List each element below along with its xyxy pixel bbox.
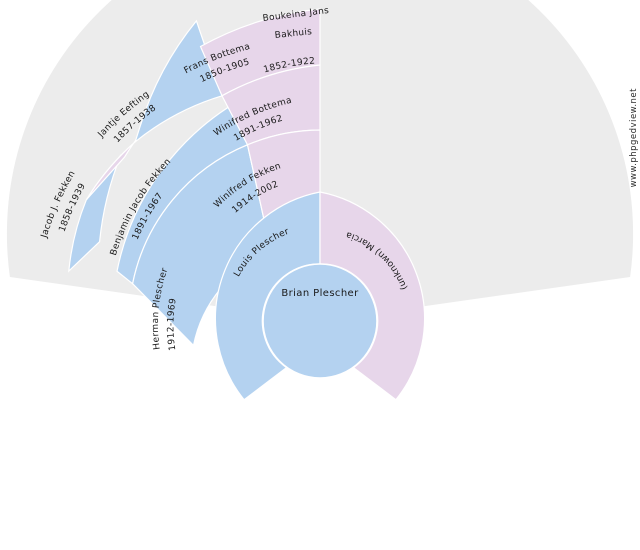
segment-root-brian-plescher[interactable] — [262, 263, 378, 379]
watermark-phpgedview: www.phpgedview.net — [629, 88, 639, 188]
generation-1-group — [214, 191, 426, 401]
bottom-notch-group — [170, 378, 470, 550]
center-circle-group — [262, 263, 378, 379]
segment-g2-herman-plescher[interactable] — [131, 143, 272, 347]
generation-4-group — [68, 8, 321, 273]
bottom-white-wedge — [170, 378, 470, 550]
label-g4-boukeina-jans-bakhuis-name-line2: Bakhuis — [274, 27, 312, 41]
generation-3-group — [116, 64, 321, 285]
label-g2-herman-plescher-dates: 1912-1969 — [166, 297, 178, 351]
label-root-name: Brian Plescher — [281, 288, 359, 299]
segment-g4-frans-bottema[interactable] — [134, 19, 223, 144]
